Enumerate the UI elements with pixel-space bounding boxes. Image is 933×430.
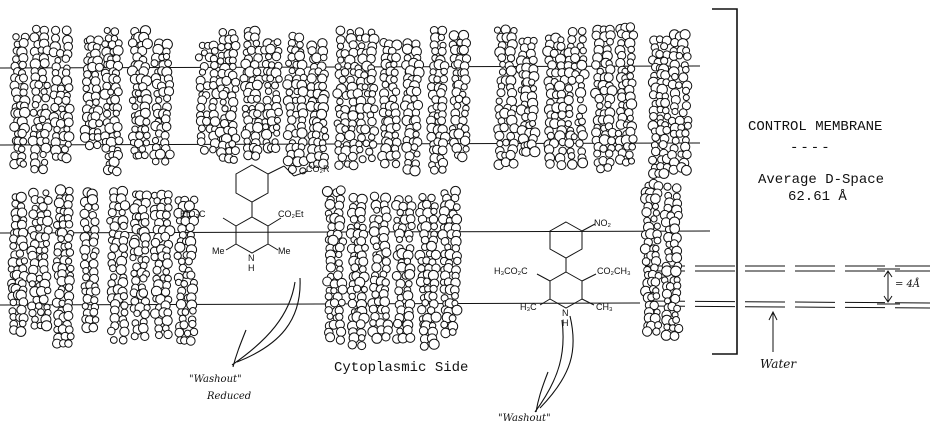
nitrogen-right-label: N [562,308,569,318]
lipid-molecule [28,25,52,173]
co2ch3-group-label: CO₂CH₃ [597,266,631,276]
washout-right-label: "Washout" [498,413,551,424]
membrane-bracket [712,9,737,354]
dihydropyridine-right-structure [537,222,596,308]
lipid-molecule [100,28,123,176]
lipid-molecule [438,186,462,337]
lipid-molecule [401,39,425,176]
water-line-bottom-2 [645,306,930,308]
washout-arrow-left [232,278,300,367]
lipid-molecule [283,32,309,174]
me-right-label: Me [278,246,291,256]
h3co2c-group-label: H₃CO₂C [494,266,528,276]
washout-arrow-right [535,316,573,412]
eto2c-group-label: EtO₂C [180,209,206,219]
hydrogen-right-label: H [562,318,569,328]
lipid-molecule [306,39,329,169]
lipid-molecule [49,26,74,163]
dash-separator: ---- [790,140,832,156]
lipid-molecule [107,186,130,344]
lipid-molecule [127,26,152,159]
lipid-molecule [52,185,74,348]
lipid-bilayer [8,23,692,351]
reduced-label: Reduced [207,391,251,402]
co2et-group-label: CO₂Et [278,209,304,219]
lipid-molecule [261,39,283,153]
lipid-molecule [150,190,175,338]
lipid-molecule [129,191,151,341]
lipid-molecule [640,179,663,336]
lipid-molecule [564,28,589,170]
co2r-group-label: CO₂R [306,164,330,174]
average-d-space-label: Average D-Space [758,172,884,188]
lipid-molecule [591,25,618,173]
control-membrane-label: CONTROL MEMBRANE [748,119,882,135]
four-angstrom-label: = 4Å [895,279,920,290]
no2-group-label: NO₂ [594,218,611,228]
lipid-molecule [346,193,369,349]
washout-left-label: "Washout" [189,374,242,385]
lipid-molecule [392,196,416,344]
lipid-molecule [80,188,100,333]
ch3-label: CH₃ [596,302,613,312]
lipid-molecule [449,30,470,161]
me-left-label: Me [212,246,225,256]
lipid-molecule [516,37,540,156]
lipid-molecule [615,23,638,166]
hydrogen-left-label: H [248,263,255,273]
lipid-molecule [494,25,519,170]
lipid-molecule [10,33,30,169]
d-space-value: 62.61 Å [788,189,847,205]
lipid-molecule [322,186,347,344]
lipid-molecule [240,26,265,160]
water-label: Water [760,357,796,371]
lipid-molecule [660,183,683,340]
water-arrow [769,312,777,352]
lipid-molecule [378,39,402,168]
lipid-molecule [427,26,451,174]
cytoplasmic-side-label: Cytoplasmic Side [334,360,468,376]
lipid-molecule [8,192,30,336]
lipid-molecule [368,192,393,343]
lipid-molecule [353,28,379,163]
lipid-molecule [150,39,174,165]
lipid-molecule [215,29,240,164]
lipid-molecule [415,194,441,351]
lipid-molecule [668,30,692,176]
nitrogen-left-label: N [248,253,255,263]
h3c-label: H₃C [520,302,537,312]
lipid-molecule [27,188,53,331]
